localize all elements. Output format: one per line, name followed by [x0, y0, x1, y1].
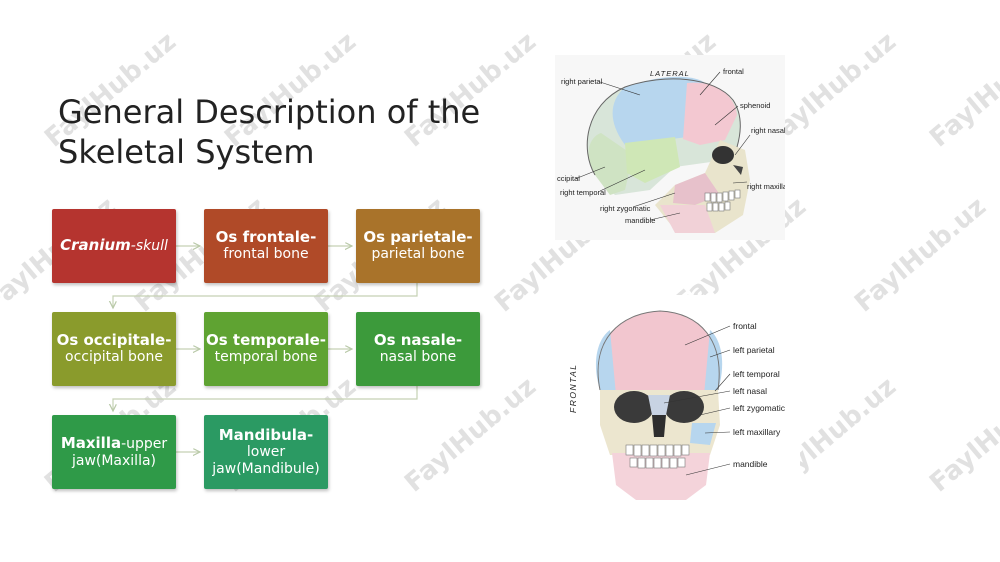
box-bold-text: Os frontale-	[215, 228, 317, 246]
label-left-nasal: left nasal	[733, 386, 767, 396]
lateral-skull-illustration: LATERAL right parietal frontal	[555, 55, 785, 240]
box-text: temporal bone	[214, 349, 318, 365]
frontal-skull-illustration: FRONTAL frontal	[560, 295, 800, 525]
box-text: -upper jaw(Maxilla)	[71, 435, 168, 469]
box-bold-text: Os occipitale-	[56, 331, 172, 349]
box-bold-text: Maxilla	[60, 433, 122, 452]
flow-box-parietal: Os parietale- parietal bone	[356, 209, 480, 283]
flow-box-occipital: Os occipitale- occipital bone	[52, 312, 176, 386]
box-text: -skull	[130, 238, 168, 254]
watermark: FaylHub.uz	[924, 26, 1000, 154]
box-text: occipital bone	[65, 349, 163, 365]
slide-title: General Description of the Skeletal Syst…	[58, 93, 481, 171]
label-mandible: mandible	[733, 459, 768, 469]
label-left-zygomatic: left zygomatic	[733, 403, 786, 413]
box-bold-text: Cranium	[60, 236, 131, 254]
label-left-parietal: left parietal	[733, 345, 775, 355]
label-frontal: frontal	[733, 321, 757, 331]
frontal-view-label: FRONTAL	[568, 363, 578, 413]
label-occipital: ccipital	[557, 174, 580, 183]
box-text: frontal bone	[223, 246, 309, 262]
label-right-zygomatic: right zygomatic	[600, 204, 651, 213]
flow-box-maxilla: Maxilla-upper jaw(Maxilla)	[52, 415, 176, 489]
flow-box-frontal: Os frontale- frontal bone	[204, 209, 328, 283]
watermark: FaylHub.uz	[924, 371, 1000, 499]
box-bold-text: Os temporale-	[206, 331, 326, 349]
label-mandible: mandible	[625, 216, 655, 225]
box-bold-text: Mandibula-	[218, 425, 314, 444]
box-text: parietal bone	[371, 246, 465, 262]
flow-box-temporal: Os temporale- temporal bone	[204, 312, 328, 386]
label-right-parietal: right parietal	[561, 77, 603, 86]
label-frontal: frontal	[723, 67, 744, 76]
label-right-maxillary: right maxillary	[747, 182, 785, 191]
label-right-nasal: right nasal	[751, 126, 785, 135]
box-bold-text: Os parietale-	[363, 228, 473, 246]
box-bold-text: Os nasale-	[373, 331, 463, 349]
label-left-maxillary: left maxillary	[733, 427, 781, 437]
flow-box-cranium: Cranium-skull	[52, 209, 176, 283]
box-text: nasal bone	[379, 349, 457, 365]
lateral-view-label: LATERAL	[650, 69, 690, 78]
label-left-temporal: left temporal	[733, 369, 780, 379]
label-right-temporal: right temporal	[560, 188, 606, 197]
watermark: FaylHub.uz	[399, 371, 543, 499]
flow-box-nasal: Os nasale- nasal bone	[356, 312, 480, 386]
flow-box-mandibula: Mandibula- lower jaw(Mandibule)	[204, 415, 328, 489]
watermark: FaylHub.uz	[849, 191, 993, 319]
label-sphenoid: sphenoid	[740, 101, 770, 110]
box-text: lower jaw(Mandibule)	[212, 443, 320, 477]
